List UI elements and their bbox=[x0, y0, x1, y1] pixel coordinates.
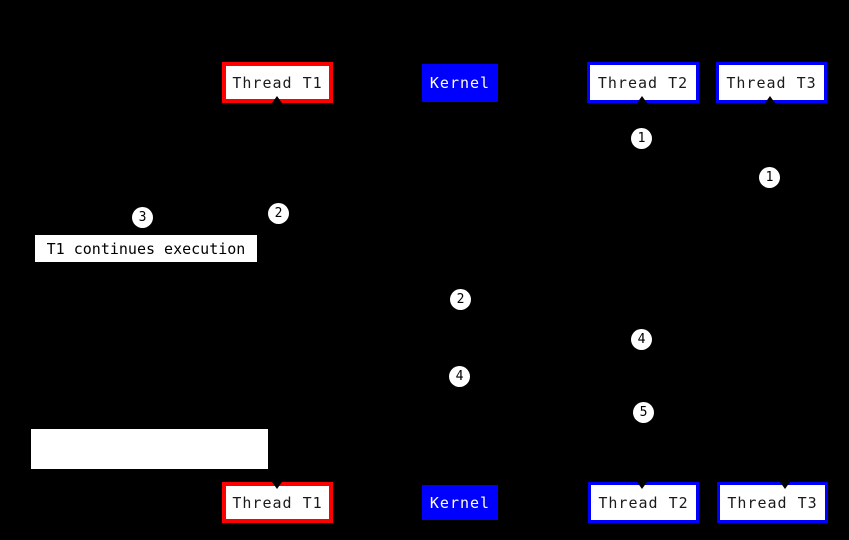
thread-t2-label-top: Thread T2 bbox=[597, 73, 689, 92]
thread-t3-box-bottom: Thread T3 bbox=[717, 482, 828, 523]
arrowhead-tip-icon bbox=[637, 96, 647, 103]
step-marker-4-thread-t2: 4 bbox=[631, 329, 652, 350]
step-marker-1-thread-t3: 1 bbox=[759, 167, 780, 188]
thread-t3-label-top: Thread T3 bbox=[726, 73, 817, 92]
step-marker-4-kernel: 4 bbox=[449, 366, 470, 387]
arrowhead-tip-icon bbox=[765, 96, 775, 103]
step-marker-3: 3 bbox=[132, 207, 153, 228]
arrowhead-tip-icon bbox=[780, 482, 790, 489]
step-marker-1-thread-t2: 1 bbox=[631, 128, 652, 149]
thread-t2-label-bottom: Thread T2 bbox=[598, 493, 689, 512]
arrowhead-tip-icon bbox=[272, 482, 282, 489]
thread-t1-label-top: Thread T1 bbox=[232, 73, 323, 92]
thread-t3-label-bottom: Thread T3 bbox=[727, 493, 818, 512]
step-marker-2-thread-t1: 2 bbox=[268, 203, 289, 224]
kernel-box-top: Kernel bbox=[422, 64, 498, 102]
kernel-label-bottom: Kernel bbox=[429, 493, 491, 512]
blank-label-box bbox=[31, 429, 268, 469]
kernel-box-bottom: Kernel bbox=[422, 485, 498, 520]
step-marker-5-thread-t2: 5 bbox=[633, 402, 654, 423]
arrowhead-tip-icon bbox=[272, 96, 282, 103]
t1-continues-execution-label: T1 continues execution bbox=[35, 235, 257, 262]
thread-t1-label-bottom: Thread T1 bbox=[232, 493, 323, 512]
step-marker-2-kernel: 2 bbox=[450, 289, 471, 310]
kernel-label-top: Kernel bbox=[429, 74, 491, 92]
arrowhead-tip-icon bbox=[637, 482, 647, 489]
